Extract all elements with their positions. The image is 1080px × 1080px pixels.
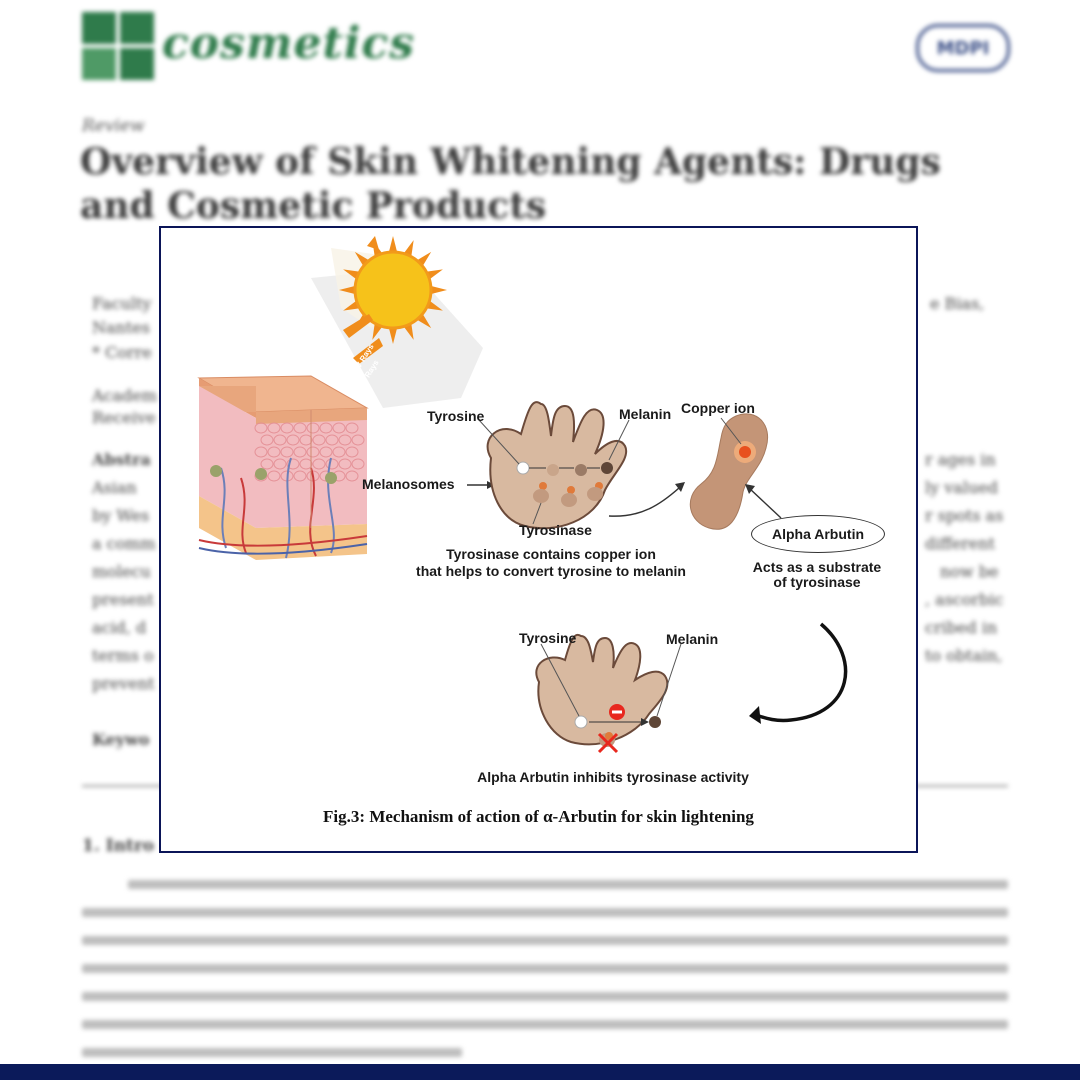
tyrosinase-label: Tyrosinase — [519, 522, 592, 538]
skin-cell — [254, 446, 268, 458]
skin-cell — [299, 458, 313, 470]
skin-cell — [273, 434, 287, 446]
copper-note-line2: that helps to convert tyrosine to melani… — [416, 563, 686, 579]
skin-cell — [293, 422, 307, 434]
figure-caption: Fig.3: Mechanism of action of α-Arbutin … — [323, 807, 754, 826]
skin-cell — [280, 422, 294, 434]
substrate-note-line1: Acts as a substrate — [752, 559, 882, 575]
sun-ray — [339, 285, 358, 295]
skin-cell — [299, 434, 313, 446]
right-fragment: ly valued — [925, 478, 998, 497]
inhibit-cross-icon — [597, 732, 619, 754]
skin-cell — [293, 446, 307, 458]
skin-cell — [319, 446, 333, 458]
left-fragment: molecu — [92, 562, 151, 581]
right-fragment: , ascorbic — [925, 590, 1004, 609]
body-paragraph-blurred — [82, 880, 1008, 1076]
left-fragment: Faculty — [92, 294, 152, 313]
skin-cell — [267, 470, 281, 482]
left-fragment: prevent — [92, 674, 155, 693]
skin-cell — [267, 446, 281, 458]
sun-ray — [388, 236, 398, 255]
skin-cell — [338, 458, 352, 470]
melanin-label-top: Melanin — [619, 406, 672, 422]
sun-ray — [388, 325, 398, 344]
journal-name: cosmetics — [162, 18, 416, 69]
skin-cell — [286, 434, 300, 446]
right-fragment: r ages in — [925, 450, 996, 469]
left-fragment: present — [92, 590, 154, 609]
skin-cell — [260, 458, 274, 470]
skin-cell — [351, 434, 365, 446]
copper-note-line1: Tyrosinase contains copper ion — [446, 546, 656, 562]
skin-cell — [345, 470, 359, 482]
melanocyte-cell-icon — [478, 401, 630, 530]
figure-illustration — [197, 236, 848, 754]
right-fragment: r spots as — [925, 506, 1004, 525]
right-fragment: to obtain, — [925, 646, 1003, 665]
skin-cell — [260, 434, 274, 446]
skin-cell — [332, 422, 346, 434]
skin-cell — [286, 458, 300, 470]
skin-cross-section-icon — [197, 375, 369, 560]
left-fragment: Nantes — [92, 318, 150, 337]
right-fragment: cribed in — [925, 618, 998, 637]
melanin-label-bottom: Melanin — [666, 631, 719, 647]
skin-cell — [267, 422, 281, 434]
skin-cell — [312, 458, 326, 470]
article-title: Overview of Skin Whitening Agents: Drugs… — [80, 141, 941, 227]
left-fragment: Keywo — [92, 730, 150, 749]
skin-cell — [306, 422, 320, 434]
skin-cell — [306, 446, 320, 458]
skin-cell — [325, 434, 339, 446]
skin-cell — [273, 458, 287, 470]
skin-cell — [312, 434, 326, 446]
inhibits-label: Alpha Arbutin inhibits tyrosinase activi… — [477, 769, 749, 785]
publisher-logo: MDPI — [916, 24, 1010, 72]
skin-cell — [332, 446, 346, 458]
curved-arrow-icon — [749, 622, 848, 724]
skin-cell — [351, 458, 365, 470]
skin-cell — [338, 434, 352, 446]
journal-logo-icon — [82, 12, 156, 82]
left-fragment: acid, d — [92, 618, 147, 637]
tyrosine-label-bottom: Tyrosine — [519, 630, 577, 646]
section-heading: 1. Intro — [82, 836, 155, 856]
sun-icon — [311, 236, 483, 408]
left-fragment: Abstra — [92, 450, 151, 469]
alpha-arbutin-label: Alpha Arbutin — [751, 515, 885, 553]
skin-cell — [280, 446, 294, 458]
inhibited-cell-icon — [535, 633, 682, 754]
substrate-note-line2: of tyrosinase — [773, 574, 861, 590]
skin-cell — [345, 422, 359, 434]
tyrosinase-enzyme-icon — [689, 413, 768, 530]
right-fragment: now be — [940, 562, 999, 581]
left-fragment: Academ — [92, 386, 157, 405]
left-fragment: terms o — [92, 646, 154, 665]
skin-cell — [319, 422, 333, 434]
article-type: Review — [82, 116, 145, 136]
left-fragment: Receive — [92, 408, 156, 427]
figure-panel: UV Rays UV Rays Tyrosine Melanin Copper … — [159, 226, 918, 853]
right-fragment: different — [925, 534, 996, 553]
left-fragment: Asian — [92, 478, 137, 497]
melanosomes-label: Melanosomes — [362, 476, 455, 492]
left-fragment: by Wes — [92, 506, 150, 525]
skin-cell — [293, 470, 307, 482]
skin-cell — [345, 446, 359, 458]
tyrosine-label-top: Tyrosine — [427, 408, 485, 424]
copper-ion-label: Copper ion — [681, 400, 755, 416]
skin-cell — [325, 458, 339, 470]
left-fragment: * Corre — [92, 343, 152, 362]
sun-ray — [428, 285, 447, 295]
bottom-bar — [0, 1064, 1080, 1080]
left-fragment: a comm — [92, 534, 156, 553]
skin-cell — [254, 422, 268, 434]
right-fragment: e Bias, — [930, 294, 985, 313]
